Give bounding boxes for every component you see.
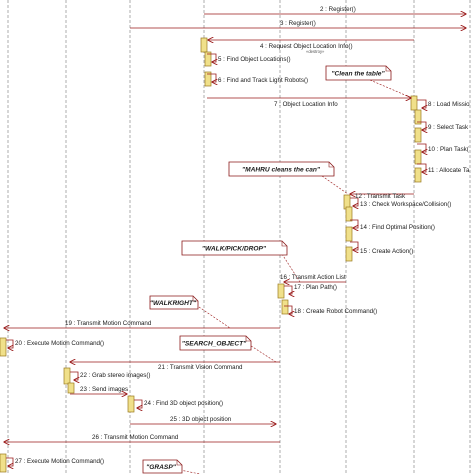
activation-bar	[414, 149, 422, 165]
note-text: "Clean the table"	[331, 71, 385, 78]
activation-bar	[281, 299, 289, 315]
activation-bar	[0, 453, 7, 473]
message-stereotype: «destroy»	[306, 49, 325, 54]
message-label: 17 : Plan Path()	[294, 284, 337, 291]
self-message-arrow	[417, 163, 426, 172]
message-label: 12 : Transmit Task	[355, 193, 406, 200]
message-labels: 2 : Register() 3 : Register() 4 : Reques…	[15, 6, 470, 465]
self-message-arrow	[207, 73, 216, 82]
activation-bar	[200, 37, 208, 53]
note-text: "GRASP"	[146, 464, 177, 471]
message-label: 24 : Find 3D object position()	[144, 400, 223, 407]
message-label: 5 : Find Object Locations()	[218, 56, 291, 63]
note-walkright: "WALKRIGHT"	[149, 295, 199, 310]
message-label: 22 : Grab stereo images()	[80, 372, 151, 379]
self-message-arrow	[284, 285, 292, 294]
message-label: 20 : Execute Motion Command()	[15, 340, 104, 347]
self-message-arrow	[207, 53, 216, 62]
self-message-arrow	[134, 399, 142, 408]
message-label: 8 : Load Missio	[428, 101, 470, 108]
note-text: "WALK/PICK/DROP"	[202, 246, 267, 253]
activation-bar	[127, 395, 135, 413]
activation-bar	[345, 206, 353, 222]
message-label: 21 : Transmit Vision Command	[158, 364, 243, 371]
message-label: 9 : Select Task	[428, 124, 469, 131]
message-label: 14 : Find Optimal Position()	[360, 224, 435, 231]
note-connectors	[179, 79, 413, 474]
message-label: 4 : Request Object Location Info()	[260, 43, 353, 50]
activation-bar	[345, 246, 353, 262]
note-clean-the-table: "Clean the table"	[325, 65, 392, 81]
message-label: 27 : Execute Motion Command()	[15, 458, 104, 465]
self-message-arrow	[350, 197, 358, 206]
activation-bar	[204, 71, 212, 87]
note-text: "SEARCH_OBJECT"	[182, 341, 247, 348]
note-text: "WALKRIGHT"	[150, 300, 197, 307]
notes: "Clean the table" "MAHRU cleans the can"…	[142, 65, 392, 474]
self-message-arrow	[417, 121, 426, 130]
activation-bar	[277, 283, 285, 299]
message-label: 2 : Register()	[320, 6, 356, 13]
message-label: 13 : Check Workspace/Collision()	[360, 201, 451, 208]
message-label: 23 : Send images	[80, 386, 128, 393]
message-label: 15 : Create Action()	[360, 248, 413, 255]
message-label: 26 : Transmit Motion Command	[92, 434, 179, 441]
note-walk-pick-drop: "WALK/PICK/DROP"	[181, 240, 288, 256]
note-grasp: "GRASP"	[142, 459, 183, 474]
self-message-arrow	[350, 219, 358, 228]
self-message-arrow	[6, 457, 13, 466]
message-arrows	[4, 14, 466, 466]
activation-bar	[410, 95, 418, 111]
self-message-arrow	[70, 371, 78, 380]
activation-bar	[0, 337, 7, 357]
message-label: 6 : Find and Track Light Robots()	[218, 77, 308, 84]
message-label: 25 : 3D object position	[170, 416, 232, 423]
activation-bars	[0, 37, 422, 473]
message-label: 16 : Transmit Action List	[280, 274, 346, 281]
activation-bar	[204, 51, 212, 67]
activation-bar	[63, 367, 71, 385]
note-search-object: "SEARCH_OBJECT"	[179, 335, 252, 351]
activation-bar	[414, 127, 422, 143]
message-label: 11 : Allocate Ta	[428, 167, 470, 174]
activation-bar	[414, 109, 422, 125]
self-message-arrow	[417, 99, 426, 108]
lifelines	[7, 0, 471, 474]
activation-bar	[67, 382, 75, 394]
activation-bar	[345, 226, 353, 242]
self-message-arrow	[417, 143, 426, 152]
self-message-arrow	[6, 339, 13, 348]
self-message-arrow	[284, 305, 292, 314]
self-message-arrow	[350, 241, 358, 250]
note-mahru-cleans-the-can: "MAHRU cleans the can"	[228, 161, 335, 177]
activation-bar	[414, 167, 422, 183]
message-label: 19 : Transmit Motion Command	[65, 320, 152, 327]
message-label: 3 : Register()	[280, 20, 316, 27]
message-label: 7 : Object Location Info	[274, 101, 338, 108]
note-text: "MAHRU cleans the can"	[242, 167, 321, 174]
message-label: 18 : Create Robot Command()	[294, 308, 377, 315]
message-label: 10 : Plan Task(	[428, 146, 470, 153]
